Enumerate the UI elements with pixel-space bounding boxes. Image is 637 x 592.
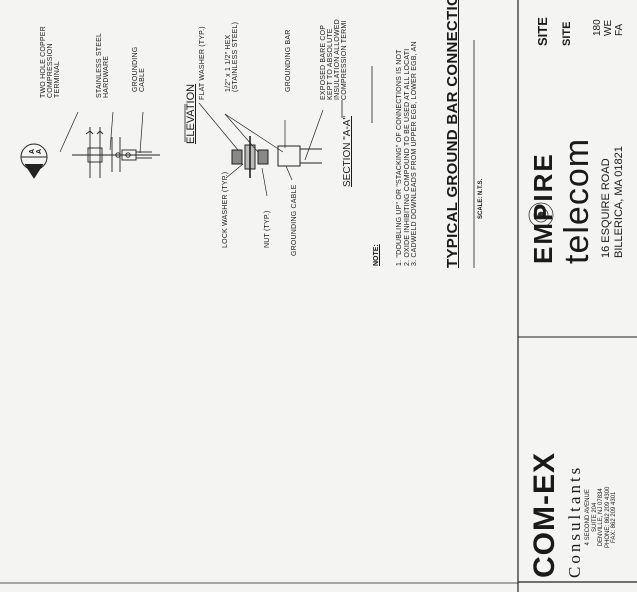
drawing-title: TYPICAL GROUND BAR CONNECTION bbox=[444, 0, 461, 268]
flat-washer-label: FLAT WASHER (TYP.) bbox=[199, 26, 206, 100]
hex-bolt-label: 1/2" x 1 1/2" HEX(STAINLESS STEEL) bbox=[225, 21, 239, 92]
section-title: SECTION "A-A" bbox=[342, 116, 353, 187]
nut-label: NUT (TYP.) bbox=[264, 210, 271, 248]
comex-address: 4 SECOND AVENUE SUITE 204 DENVILLE, NJ 0… bbox=[585, 486, 618, 548]
notes-heading: NOTE: bbox=[373, 244, 380, 266]
empire-address: 16 ESQUIRE ROAD BILLERICA, MA 01821 bbox=[600, 146, 626, 258]
site-label-1: SITE bbox=[535, 17, 550, 46]
elevation-title: ELEVATION bbox=[185, 83, 197, 144]
grounding-cable-label-bottom: GROUNDING CABLE bbox=[291, 184, 298, 256]
section-marker-letter-top: A bbox=[29, 148, 36, 154]
lock-washer-label: LOCK WASHER (TYP.) bbox=[222, 171, 229, 248]
note-2: 2. OXIDE INHIBITING COMPOUND TO BE USED … bbox=[403, 48, 411, 266]
section-marker bbox=[20, 143, 48, 179]
underlines bbox=[184, 40, 475, 268]
notes-list: 1. "DOUBLING UP" OR "STACKING" OF CONNEC… bbox=[396, 41, 419, 266]
scale-note: SCALE: N.T.S. bbox=[478, 178, 484, 219]
section-marker-letter-bottom: A bbox=[36, 148, 43, 154]
empire-logo-mark bbox=[528, 202, 554, 228]
comex-name: Consultants bbox=[565, 464, 584, 578]
note-1: 1. "DOUBLING UP" OR "STACKING" OF CONNEC… bbox=[396, 49, 403, 266]
section-view bbox=[231, 136, 322, 178]
site-details: 180 WE FA bbox=[592, 19, 625, 36]
note-3: 3. CADWELD DOWNLEADS FROM UPPER EGB, LOW… bbox=[411, 41, 419, 266]
leader-lines bbox=[59, 102, 324, 197]
elevation-view bbox=[72, 127, 160, 178]
telecom-logo-text: telecom bbox=[558, 137, 596, 264]
grounding-bar-label: GROUNDING BAR bbox=[285, 29, 292, 93]
site-label-2: SITE bbox=[561, 21, 573, 46]
comex-logo: COM-EX bbox=[528, 452, 561, 578]
empire-logo-text: EMPIRE bbox=[528, 152, 558, 264]
